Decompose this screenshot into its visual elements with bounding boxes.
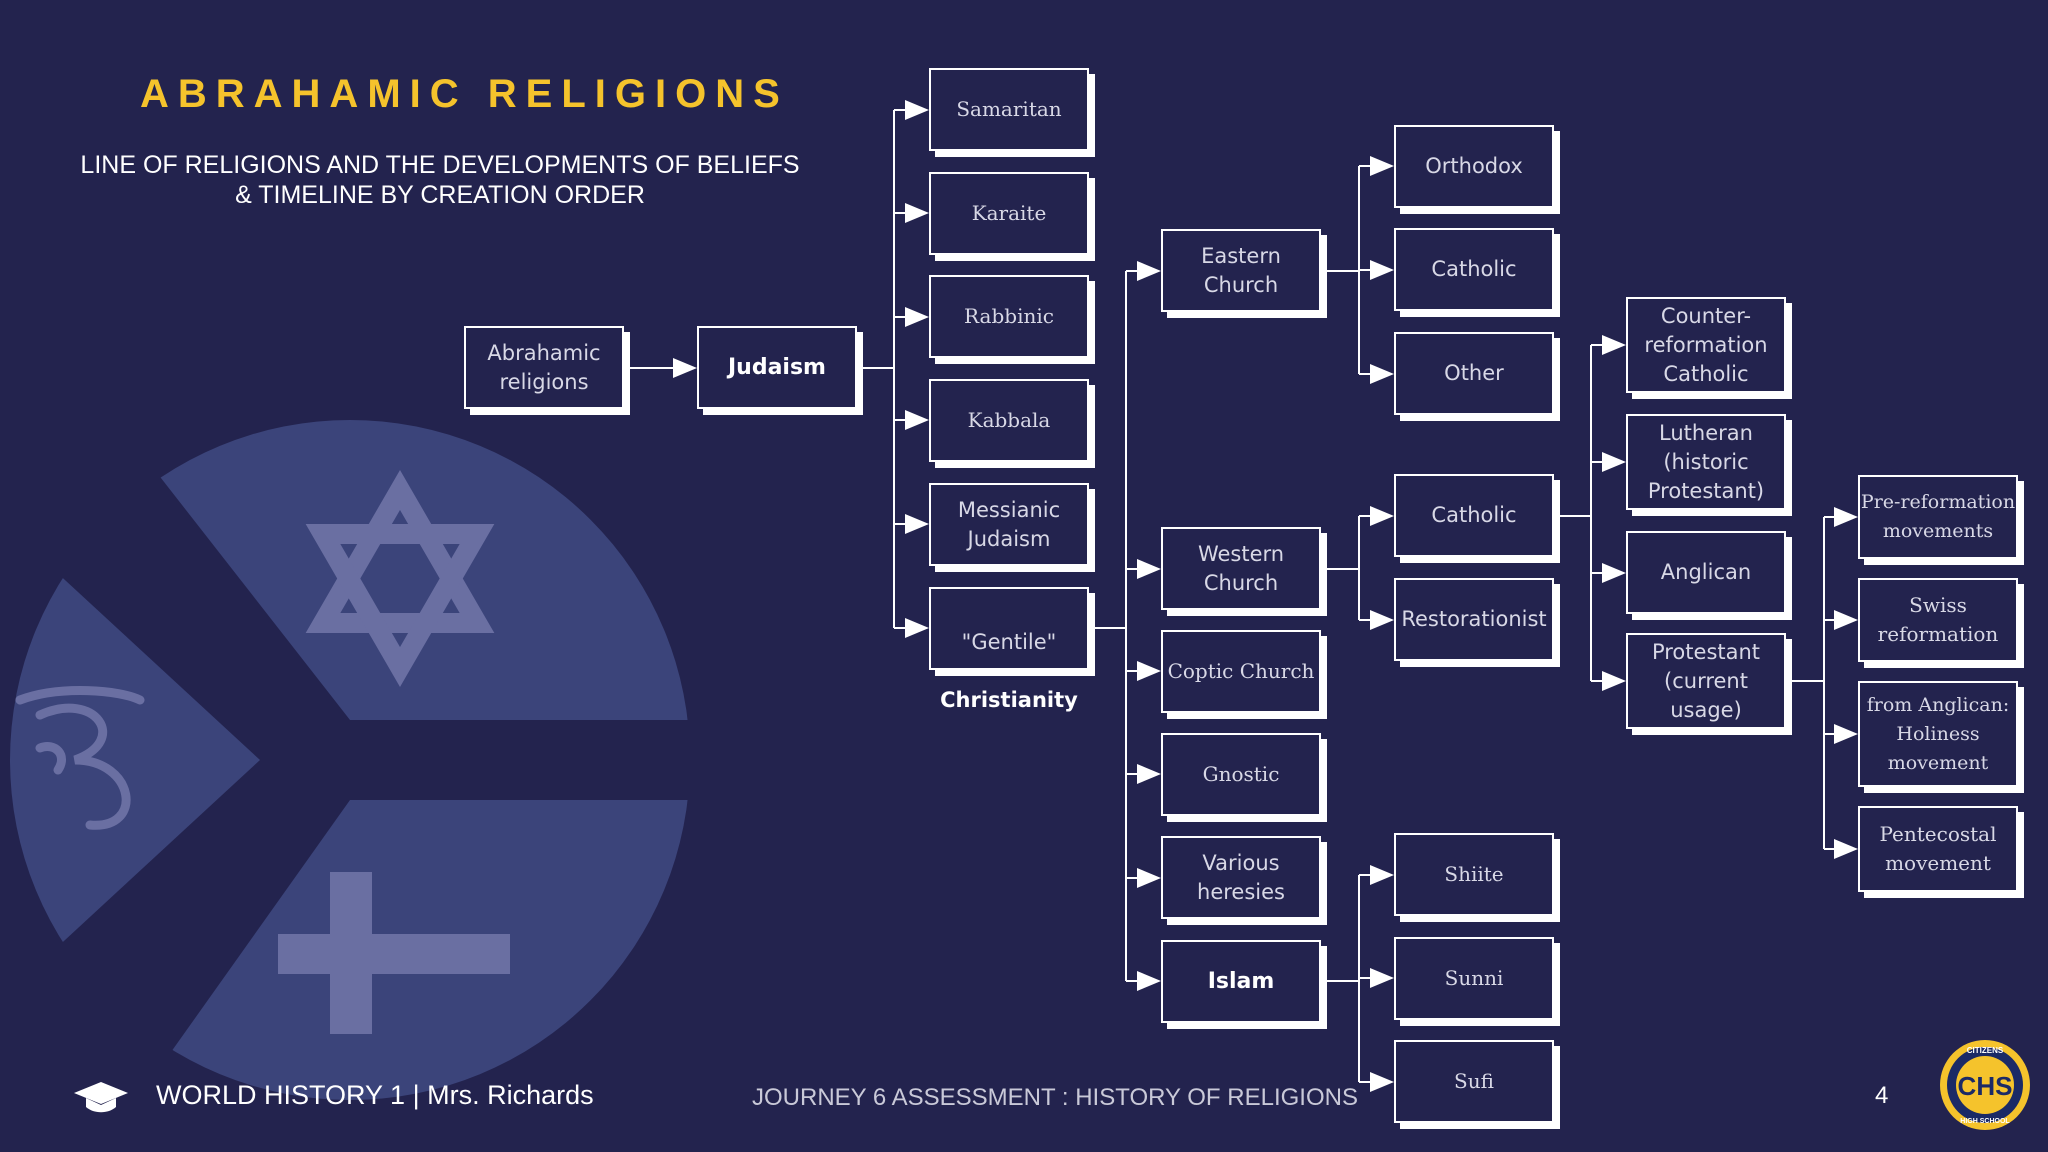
logo-letters: CHS <box>1958 1071 2013 1101</box>
node-lutheran: Lutheran (historic Protestant) <box>1626 414 1786 510</box>
node-restorationist: Restorationist <box>1394 578 1554 661</box>
node-orthodox: Orthodox <box>1394 125 1554 208</box>
node-protestant: Protestant (current usage) <box>1626 633 1786 729</box>
arrowhead <box>1602 452 1626 472</box>
school-logo: CHS CITIZENS HIGH SCHOOL <box>1940 1040 2030 1130</box>
node-counter-reformation-catholic: Counter- reformation Catholic <box>1626 297 1786 393</box>
arrowhead <box>1602 563 1626 583</box>
arrowhead <box>1137 764 1161 784</box>
arrowhead <box>905 410 929 430</box>
page-number: 4 <box>1875 1082 1889 1109</box>
arrowhead <box>1370 968 1394 988</box>
node-various-heresies: Various heresies <box>1161 836 1321 919</box>
node-pre-reformation-movements: Pre-reformation movements <box>1858 475 2018 559</box>
arrowhead <box>905 203 929 223</box>
arrowhead <box>1137 559 1161 579</box>
node-sunni: Sunni <box>1394 937 1554 1020</box>
arrowhead <box>905 514 929 534</box>
node-gnostic: Gnostic <box>1161 733 1321 816</box>
arrowhead <box>905 618 929 638</box>
arrowhead <box>1370 1072 1394 1092</box>
arrowhead <box>1370 610 1394 630</box>
node-coptic-church: Coptic Church <box>1161 630 1321 713</box>
arrowhead <box>1834 507 1858 527</box>
node-rabbinic: Rabbinic <box>929 275 1089 358</box>
node-other: Other <box>1394 332 1554 415</box>
node-sufi: Sufi <box>1394 1040 1554 1123</box>
footer-course: WORLD HISTORY 1 | Mrs. Richards <box>156 1080 594 1110</box>
arrowhead <box>1137 661 1161 681</box>
footer-assessment: JOURNEY 6 ASSESSMENT : HISTORY OF RELIGI… <box>752 1084 1358 1111</box>
om-icon <box>15 686 145 830</box>
arrowhead <box>1834 839 1858 859</box>
node-islam: Islam <box>1161 940 1321 1023</box>
logo-bottom-text: HIGH SCHOOL <box>1960 1118 2010 1125</box>
page-title: ABRAHAMIC RELIGIONS <box>140 72 789 116</box>
node-shiite: Shiite <box>1394 833 1554 916</box>
node-messianic-judaism: Messianic Judaism <box>929 483 1089 566</box>
node-kabbala: Kabbala <box>929 379 1089 462</box>
subtitle-line-2: & TIMELINE BY CREATION ORDER <box>235 181 645 209</box>
node-pentecostal-movement: Pentecostal movement <box>1858 806 2018 892</box>
node-holiness-movement: from Anglican: Holiness movement <box>1858 681 2018 787</box>
node-eastern-catholic: Catholic <box>1394 228 1554 311</box>
arrowhead <box>1370 865 1394 885</box>
arrowhead <box>1834 610 1858 630</box>
gentile-label: "Gentile" <box>961 630 1057 654</box>
node-western-catholic: Catholic <box>1394 474 1554 557</box>
cross-icon <box>278 872 510 1034</box>
node-judaism: Judaism <box>697 326 857 409</box>
node-swiss-reformation: Swiss reformation <box>1858 578 2018 662</box>
arrowhead <box>1370 260 1394 280</box>
subtitle-line-1: LINE OF RELIGIONS AND THE DEVELOPMENTS O… <box>80 151 800 179</box>
christianity-label: Christianity <box>940 688 1078 712</box>
arrowhead <box>1602 335 1626 355</box>
arrowhead <box>905 307 929 327</box>
arrowhead <box>1370 156 1394 176</box>
arrowhead <box>1602 671 1626 691</box>
star-of-david-icon <box>305 470 495 687</box>
arrowhead <box>1137 971 1161 991</box>
page-subtitle: LINE OF RELIGIONS AND THE DEVELOPMENTS O… <box>60 150 820 210</box>
node-gentile-christianity: "Gentile" Christianity <box>929 587 1089 712</box>
arrowhead <box>1137 261 1161 281</box>
arrowhead <box>905 100 929 120</box>
arrowhead <box>1834 724 1858 744</box>
node-anglican: Anglican <box>1626 531 1786 614</box>
node-karaite: Karaite <box>929 172 1089 255</box>
arrowhead <box>1137 868 1161 888</box>
node-samaritan: Samaritan <box>929 68 1089 151</box>
arrowhead <box>1370 364 1394 384</box>
node-abrahamic-religions: Abrahamic religions <box>464 326 624 409</box>
node-eastern-church: Eastern Church <box>1161 229 1321 312</box>
node-western-church: Western Church <box>1161 527 1321 610</box>
graduation-cap-icon <box>74 1082 128 1113</box>
arrowhead <box>673 358 697 378</box>
arrowhead <box>1370 506 1394 526</box>
logo-top-text: CITIZENS <box>1967 1046 2004 1055</box>
